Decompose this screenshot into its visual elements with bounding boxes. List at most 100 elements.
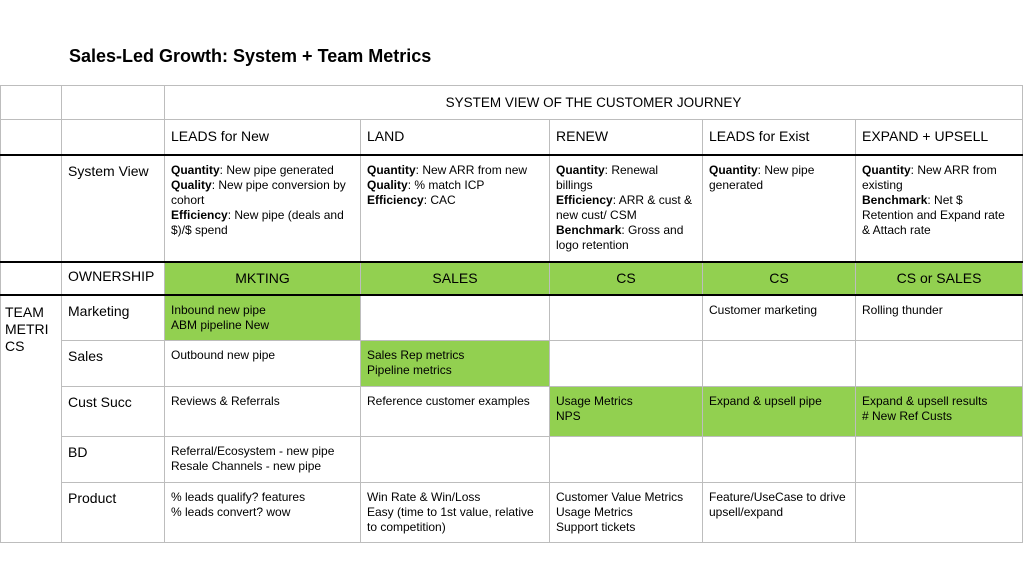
team-metric-cell: % leads qualify? features% leads convert… bbox=[164, 482, 361, 543]
empty-cell bbox=[0, 261, 62, 296]
team-metric-line: Outbound new pipe bbox=[171, 348, 276, 362]
metric-kind: Quantity bbox=[862, 162, 911, 177]
metric-line: Efficiency: New pipe (deals and $)/$ spe… bbox=[171, 208, 354, 238]
team-metrics-label-line: CS bbox=[5, 337, 25, 354]
team-metric-line: Customer Value Metrics bbox=[556, 490, 684, 504]
ownership-label: OWNERSHIP bbox=[61, 261, 165, 296]
team-metric-line: % leads qualify? features bbox=[171, 490, 306, 504]
team-metric-line: Inbound new pipe bbox=[171, 302, 266, 317]
team-row-label: BD bbox=[61, 436, 165, 483]
metric-text: : New pipe (deals and $)/$ spend bbox=[171, 207, 344, 237]
team-metric-line: Resale Channels - new pipe bbox=[171, 459, 322, 473]
metrics-table: SYSTEM VIEW OF THE CUSTOMER JOURNEY LEAD… bbox=[0, 85, 1024, 543]
metric-line: Efficiency: CAC bbox=[367, 193, 543, 208]
metric-line: Quantity: New ARR from existing bbox=[862, 163, 1016, 193]
metric-line: Quantity: Renewal billings bbox=[556, 163, 696, 193]
team-metric-line: Easy (time to 1st value, relative to com… bbox=[367, 505, 534, 534]
system-view-header-row: SYSTEM VIEW OF THE CUSTOMER JOURNEY bbox=[0, 85, 1024, 120]
team-metric-line: Expand & upsell pipe bbox=[709, 394, 822, 408]
metric-kind: Quantity bbox=[709, 162, 758, 177]
metric-kind: Quantity bbox=[556, 162, 605, 177]
team-metric-cell: Expand & upsell results# New Ref Custs bbox=[854, 386, 1024, 437]
team-metric-line: Usage Metrics bbox=[556, 505, 633, 519]
team-metric-cell: Reviews & Referrals bbox=[164, 386, 361, 437]
team-metric-line: % leads convert? wow bbox=[171, 505, 291, 519]
team-metric-row: Cust Succ Reviews & Referrals Reference cu… bbox=[1, 386, 1024, 437]
team-metric-cell bbox=[702, 436, 856, 483]
metric-line: Quality: % match ICP bbox=[367, 178, 543, 193]
team-metric-cell bbox=[549, 436, 703, 483]
metric-text: : Net $ Retention and Expand rate & Atta… bbox=[862, 192, 1005, 237]
metric-kind: Efficiency bbox=[556, 192, 613, 207]
metric-text: : ARR & cust & new cust/ CSM bbox=[556, 192, 693, 222]
team-metric-line: Support tickets bbox=[556, 520, 636, 534]
metric-text: : Gross and logo retention bbox=[556, 222, 684, 252]
team-metric-line: Expand & upsell results bbox=[862, 394, 988, 408]
metric-text: : New pipe generated bbox=[709, 162, 815, 192]
metric-line: Quantity: New pipe generated bbox=[709, 163, 849, 193]
system-view-cell: Quantity: New pipe generated bbox=[702, 154, 856, 263]
team-row-label: Marketing bbox=[61, 294, 165, 341]
corner-cell bbox=[61, 85, 165, 120]
team-metric-cell bbox=[549, 340, 703, 387]
team-row-label: Sales bbox=[61, 340, 165, 387]
team-metric-line: Feature/UseCase to drive upsell/expand bbox=[709, 490, 846, 519]
team-metric-line: Rolling thunder bbox=[862, 302, 943, 317]
metric-kind: Quantity bbox=[171, 162, 220, 177]
metric-line: Quality: New pipe conversion by cohort bbox=[171, 178, 354, 208]
team-row-label: Product bbox=[61, 482, 165, 543]
metric-line: Quantity: New ARR from new bbox=[367, 163, 543, 178]
team-metric-cell bbox=[360, 436, 550, 483]
empty-cell bbox=[0, 154, 62, 263]
ownership-cell: CS bbox=[702, 261, 856, 296]
column-header-expand-upsell: EXPAND + UPSELL bbox=[854, 119, 1024, 156]
ownership-cell: SALES bbox=[360, 261, 550, 296]
team-metric-line: Reference customer examples bbox=[367, 394, 530, 408]
corner-cell bbox=[0, 119, 62, 156]
team-metric-line: Referral/Ecosystem - new pipe bbox=[171, 444, 335, 458]
ownership-cell: CS bbox=[549, 261, 703, 296]
metric-kind: Benchmark bbox=[862, 192, 928, 207]
team-metric-cell: Reference customer examples bbox=[360, 386, 550, 437]
corner-cell bbox=[0, 85, 62, 120]
team-metric-cell bbox=[549, 294, 703, 341]
team-metrics-label-line: METRI bbox=[5, 320, 49, 337]
team-metric-cell bbox=[854, 340, 1024, 387]
team-metric-line: Reviews & Referrals bbox=[171, 394, 280, 408]
metric-kind: Efficiency bbox=[171, 207, 228, 222]
team-metric-cell: Rolling thunder bbox=[854, 294, 1024, 341]
metric-text: : Renewal billings bbox=[556, 162, 659, 192]
team-metric-line: ABM pipeline New bbox=[171, 317, 270, 332]
metric-kind: Quality bbox=[171, 177, 212, 192]
column-header-row: LEADS for New LAND RENEW LEADS for Exist… bbox=[0, 119, 1024, 156]
team-metric-line: Win Rate & Win/Loss bbox=[367, 490, 481, 504]
team-row-label: Cust Succ bbox=[61, 386, 165, 437]
column-header-renew: RENEW bbox=[549, 119, 703, 156]
metric-text: : New ARR from existing bbox=[862, 162, 997, 192]
metric-text: : New pipe conversion by cohort bbox=[171, 177, 346, 207]
ownership-cell: CS or SALES bbox=[854, 261, 1024, 296]
system-view-label: System View bbox=[61, 154, 165, 263]
team-metric-line: # New Ref Custs bbox=[862, 409, 953, 423]
metric-kind: Quality bbox=[367, 177, 408, 192]
metric-kind: Efficiency bbox=[367, 192, 424, 207]
metric-line: Benchmark: Gross and logo retention bbox=[556, 223, 696, 253]
column-header-leads-new: LEADS for New bbox=[164, 119, 361, 156]
team-metric-cell: Customer marketing bbox=[702, 294, 856, 341]
metric-text: : New pipe generated bbox=[219, 162, 334, 177]
team-metric-cell bbox=[854, 482, 1024, 543]
ownership-cell: MKTING bbox=[164, 261, 361, 296]
column-header-leads-exist: LEADS for Exist bbox=[702, 119, 856, 156]
